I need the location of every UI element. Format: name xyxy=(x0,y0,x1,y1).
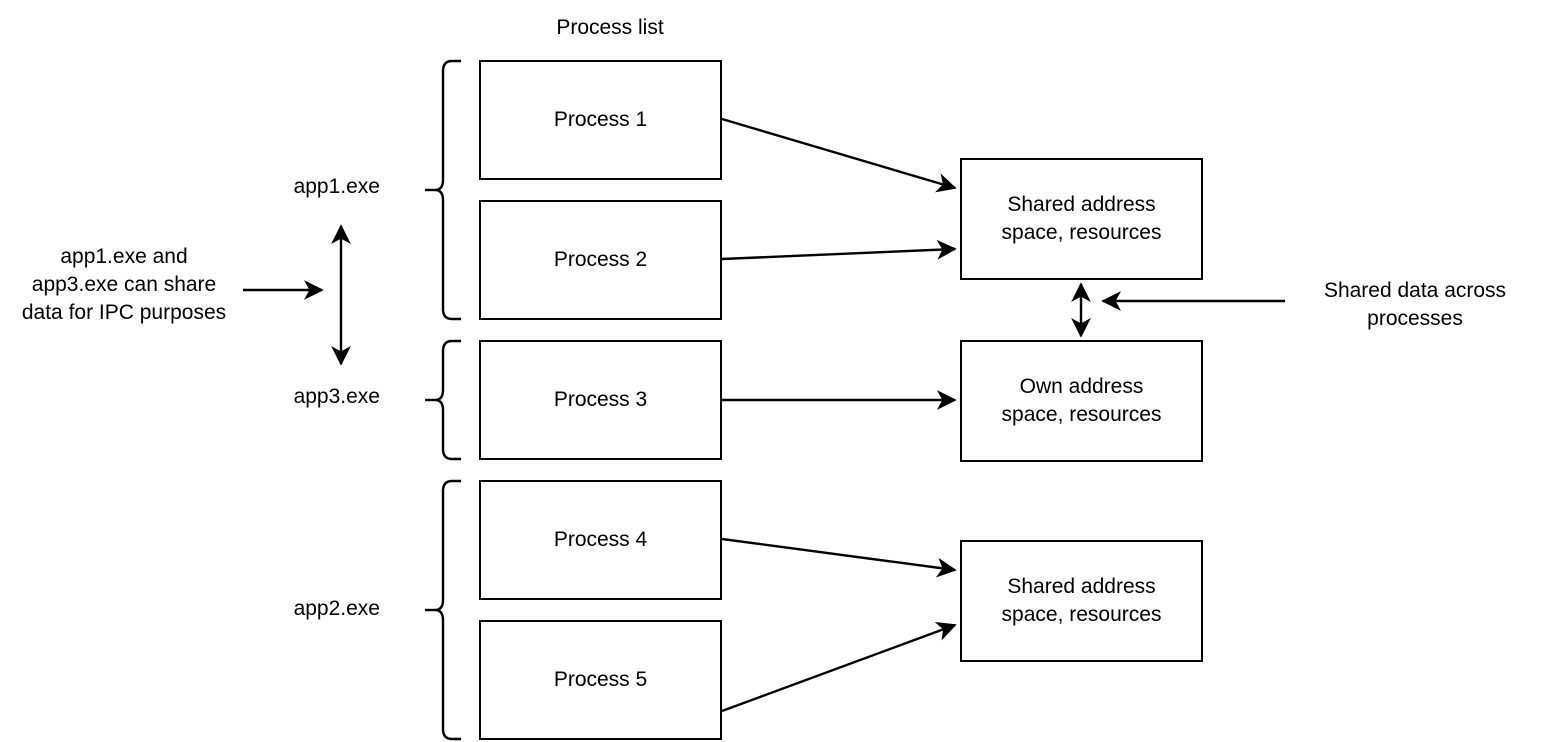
process-box-5[interactable]: Process 5 xyxy=(479,620,722,740)
process-box-1[interactable]: Process 1 xyxy=(479,60,722,180)
annotation-ipc-note: app1.exe and app3.exe can share data for… xyxy=(21,245,227,324)
diagram-title: Process list xyxy=(556,16,664,39)
process-box-2[interactable]: Process 2 xyxy=(479,200,722,320)
arrow-process5-to-shared2 xyxy=(721,621,957,713)
group-label-app2: app2.exe xyxy=(293,597,380,620)
annotation-shared-data-note: Shared data across processes xyxy=(1323,279,1507,330)
memory-box-own[interactable]: Own address space, resources xyxy=(960,340,1203,462)
group-label-app1: app1.exe xyxy=(293,175,380,198)
memory-box-shared-2[interactable]: Shared address space, resources xyxy=(960,540,1203,662)
brace-app1 xyxy=(425,59,461,321)
brace-app3 xyxy=(425,339,461,461)
brace-app2 xyxy=(425,479,461,741)
arrow-process4-to-shared2 xyxy=(721,537,957,578)
arrow-process1-to-shared1 xyxy=(721,117,957,193)
group-label-app3: app3.exe xyxy=(293,385,380,408)
arrow-process2-to-shared1 xyxy=(721,239,957,261)
process-box-3[interactable]: Process 3 xyxy=(479,340,722,460)
process-box-4[interactable]: Process 4 xyxy=(479,480,722,600)
memory-box-shared-1[interactable]: Shared address space, resources xyxy=(960,158,1203,280)
